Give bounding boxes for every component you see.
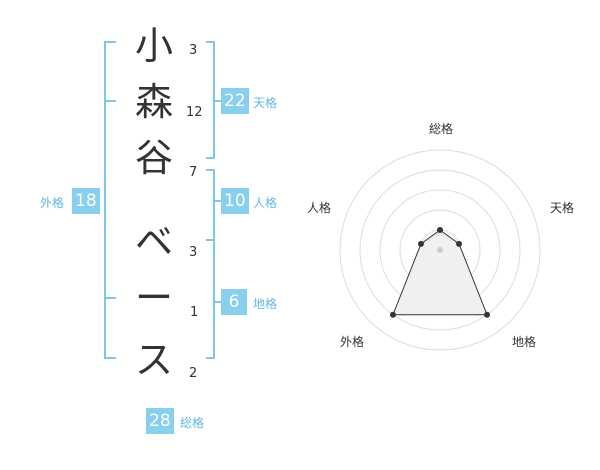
- radar-point-3: [484, 311, 491, 318]
- radar-grid-ring: [339, 149, 541, 351]
- gaikaku-label: 外格: [40, 196, 65, 210]
- gaikaku-bracket: [104, 41, 116, 359]
- jinkaku-label: 人格: [253, 196, 278, 210]
- chikaku-badge: 6: [221, 289, 247, 315]
- soukaku-badge: 28: [146, 408, 174, 434]
- radar-axis-label-soukaku: 総格: [428, 122, 453, 136]
- name-char-6: ス: [134, 338, 173, 382]
- stroke-count-4: 3: [189, 245, 198, 260]
- radar-axis-label-chikaku: 地格: [511, 335, 536, 349]
- radar-point-4: [389, 311, 396, 318]
- soukaku-label: 総格: [180, 416, 205, 430]
- name-char-2: 森: [134, 80, 173, 124]
- radar-point-2: [456, 240, 463, 247]
- name-char-1: 小: [134, 24, 173, 68]
- chikaku-bracket: [206, 239, 215, 359]
- tenkaku-label: 天格: [253, 96, 278, 110]
- radar-axis-label-tenkaku: 天格: [549, 201, 574, 215]
- bracket-lines: [104, 41, 221, 359]
- stroke-count-3: 7: [189, 165, 198, 180]
- tenkaku-bracket: [206, 41, 215, 159]
- tenkaku-badge: 22: [221, 88, 249, 114]
- radar-grid-ring: [359, 169, 521, 331]
- stroke-count-6: 2: [189, 366, 198, 381]
- name-char-5: ー: [134, 276, 173, 320]
- radar-chart: [339, 149, 541, 351]
- radar-axis-label-gaikaku: 外格: [339, 335, 364, 349]
- chikaku-label: 地格: [253, 297, 278, 311]
- radar-point-5: [417, 240, 424, 247]
- gaikaku-badge: 18: [72, 188, 100, 214]
- jinkaku-badge: 10: [221, 188, 249, 214]
- radar-center-dot: [437, 247, 443, 253]
- name-char-4: ベ: [134, 220, 173, 264]
- name-char-3: 谷: [134, 136, 173, 180]
- radar-point-1: [437, 227, 443, 233]
- radar-polygon: [392, 229, 488, 316]
- stroke-count-1: 3: [189, 43, 198, 58]
- stroke-count-5: 1: [190, 305, 199, 320]
- stroke-count-2: 12: [186, 105, 203, 120]
- radar-axis-label-jinkaku: 人格: [306, 201, 331, 215]
